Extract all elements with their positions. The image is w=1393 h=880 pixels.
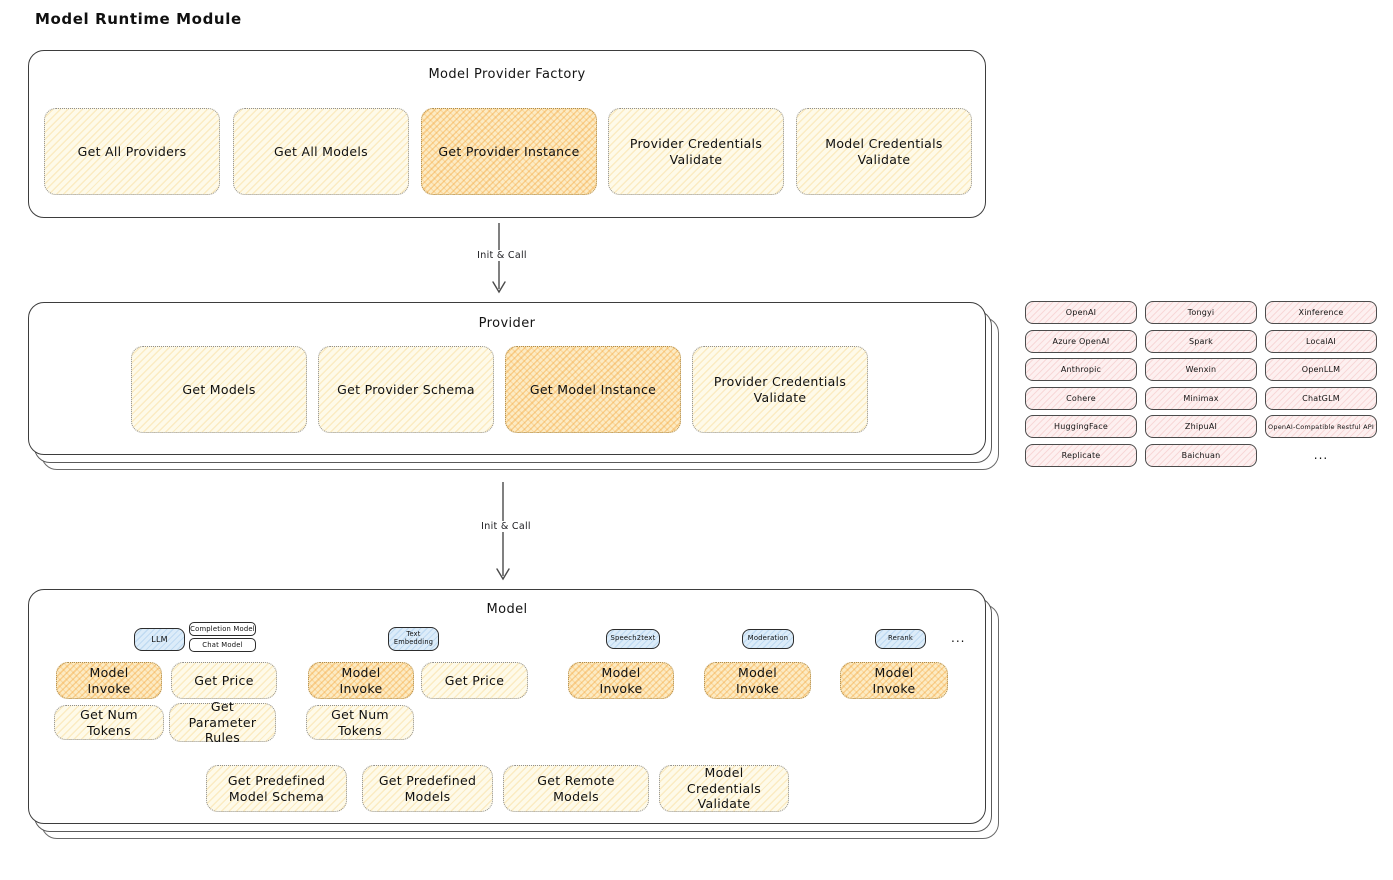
llm-model-invoke: Model Invoke [56, 662, 162, 699]
provider-list-ellipsis: ... [1313, 448, 1329, 462]
provider-chip-azure-openai: Azure OpenAI [1025, 329, 1137, 353]
factory-method-provider-credentials-validate: Provider Credentials Validate [608, 108, 784, 195]
init-call-label-2: Init & Call [463, 521, 549, 532]
provider-method-get-model-instance: Get Model Instance [505, 346, 681, 433]
provider-chip-replicate: Replicate [1025, 443, 1137, 467]
model-credentials-validate: Model Credentials Validate [659, 765, 789, 812]
provider-title: Provider [478, 316, 536, 331]
llm-get-price: Get Price [171, 662, 277, 699]
rerank-model-invoke: Model Invoke [840, 662, 948, 699]
provider-chip-localai: LocalAI [1265, 329, 1377, 353]
provider-method-provider-credentials-validate: Provider Credentials Validate [692, 346, 868, 433]
factory-section: Model Provider Factory Get All Providers… [28, 50, 986, 218]
provider-chip-spark: Spark [1145, 329, 1257, 353]
provider-section: Provider Get Models Get Provider Schema … [28, 302, 999, 470]
model-get-predefined-model-schema: Get Predefined Model Schema [206, 765, 347, 812]
provider-chip-anthropic: Anthropic [1025, 358, 1137, 381]
provider-method-get-models: Get Models [131, 346, 307, 433]
factory-panel: Model Provider Factory Get All Providers… [28, 50, 986, 218]
llm-get-num-tokens: Get Num Tokens [54, 705, 164, 740]
provider-chip-chatglm: ChatGLM [1265, 386, 1377, 410]
init-call-label-1: Init & Call [459, 250, 545, 261]
model-panel: Model LLM Completion Model Chat Model Te… [28, 589, 986, 824]
text-embedding-get-price: Get Price [421, 662, 528, 699]
provider-method-get-provider-schema: Get Provider Schema [318, 346, 494, 433]
model-section: Model LLM Completion Model Chat Model Te… [28, 589, 999, 839]
tab-rerank: Rerank [875, 629, 926, 649]
provider-chip-cohere: Cohere [1025, 386, 1137, 410]
tab-chat-model: Chat Model [189, 638, 256, 652]
factory-method-get-provider-instance: Get Provider Instance [421, 108, 597, 195]
provider-list: OpenAI Tongyi Xinference Azure OpenAI Sp… [1025, 301, 1377, 467]
moderation-model-invoke: Model Invoke [704, 662, 811, 699]
factory-title: Model Provider Factory [428, 67, 586, 82]
factory-method-model-credentials-validate: Model Credentials Validate [796, 108, 972, 195]
provider-chip-openllm: OpenLLM [1265, 358, 1377, 381]
tab-completion-model: Completion Model [189, 622, 256, 636]
tab-moderation: Moderation [742, 629, 794, 649]
provider-chip-xinference: Xinference [1265, 301, 1377, 324]
provider-chip-baichuan: Baichuan [1145, 443, 1257, 467]
llm-get-parameter-rules: Get Parameter Rules [169, 699, 276, 745]
provider-chip-openai-compatible-restful-api: OpenAI-Compatible Restful API [1265, 415, 1377, 438]
tab-speech2text: Speech2text [606, 629, 660, 649]
factory-method-get-all-models: Get All Models [233, 108, 409, 195]
provider-chip-minimax: Minimax [1145, 386, 1257, 410]
model-get-remote-models: Get Remote Models [503, 765, 649, 812]
speech2text-model-invoke: Model Invoke [568, 662, 674, 699]
factory-method-get-all-providers: Get All Providers [44, 108, 220, 195]
provider-chip-wenxin: Wenxin [1145, 358, 1257, 381]
model-get-predefined-models: Get Predefined Models [362, 765, 493, 812]
text-embedding-model-invoke: Model Invoke [308, 662, 414, 699]
init-call-arrow-2 [496, 482, 510, 581]
model-title: Model [486, 602, 528, 617]
tabs-ellipsis: ... [951, 631, 966, 645]
tab-llm: LLM [134, 628, 185, 651]
page-title: Model Runtime Module [35, 10, 242, 28]
tab-text-embedding: Text Embedding [388, 627, 439, 651]
text-embedding-get-num-tokens: Get Num Tokens [306, 705, 414, 740]
provider-panel: Provider Get Models Get Provider Schema … [28, 302, 986, 455]
provider-chip-openai: OpenAI [1025, 301, 1137, 324]
provider-chip-huggingface: HuggingFace [1025, 415, 1137, 438]
provider-chip-zhipuai: ZhipuAI [1145, 415, 1257, 438]
provider-chip-tongyi: Tongyi [1145, 301, 1257, 324]
